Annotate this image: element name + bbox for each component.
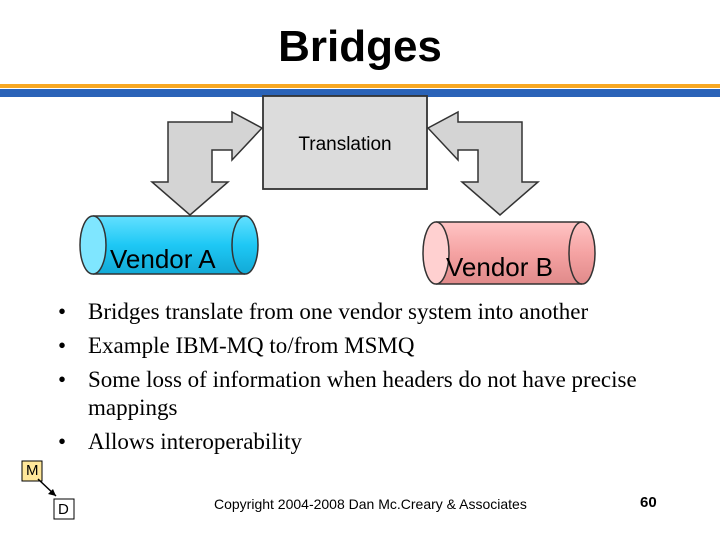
arrow-left — [149, 110, 264, 216]
vendor-a-label: Vendor A — [110, 244, 216, 274]
logo-letter-m: M — [26, 462, 39, 479]
bullet-item: • Some loss of information when headers d… — [58, 366, 698, 422]
bullet-item: • Allows interoperability — [58, 428, 698, 456]
bridge-diagram — [79, 95, 596, 285]
bullet-text: Example IBM-MQ to/from MSMQ — [88, 333, 415, 359]
bullet-item: • Example IBM-MQ to/from MSMQ — [58, 332, 698, 360]
title-rule-blue — [0, 89, 720, 97]
vendor-b-label: Vendor B — [446, 252, 553, 282]
bullet-dot: • — [58, 299, 67, 324]
translation-box — [262, 95, 428, 190]
bullet-dot: • — [58, 333, 67, 359]
arrow-right — [426, 110, 541, 216]
slide-title: Bridges — [278, 22, 442, 71]
vendor-a-cylinder — [79, 215, 259, 275]
page-number: 60 — [640, 494, 657, 511]
bullet-text: Bridges translate from one vendor system… — [88, 299, 589, 324]
bullet-dot: • — [58, 367, 67, 393]
bullet-item: • Bridges translate from one vendor syste… — [58, 298, 698, 326]
title-rule-orange — [0, 84, 720, 88]
copyright-footer: Copyright 2004-2008 Dan Mc.Creary & Asso… — [214, 496, 527, 512]
vendor-b-cylinder — [422, 221, 596, 285]
md-logo — [21, 460, 75, 520]
bullet-list: • Bridges translate from one vendor syste… — [58, 298, 698, 462]
logo-letter-d: D — [58, 501, 69, 518]
bullet-dot: • — [58, 429, 67, 455]
bullet-text: Some loss of information when headers do… — [88, 367, 637, 421]
bullet-text: Allows interoperability — [88, 429, 302, 455]
translation-label: Translation — [298, 134, 392, 155]
